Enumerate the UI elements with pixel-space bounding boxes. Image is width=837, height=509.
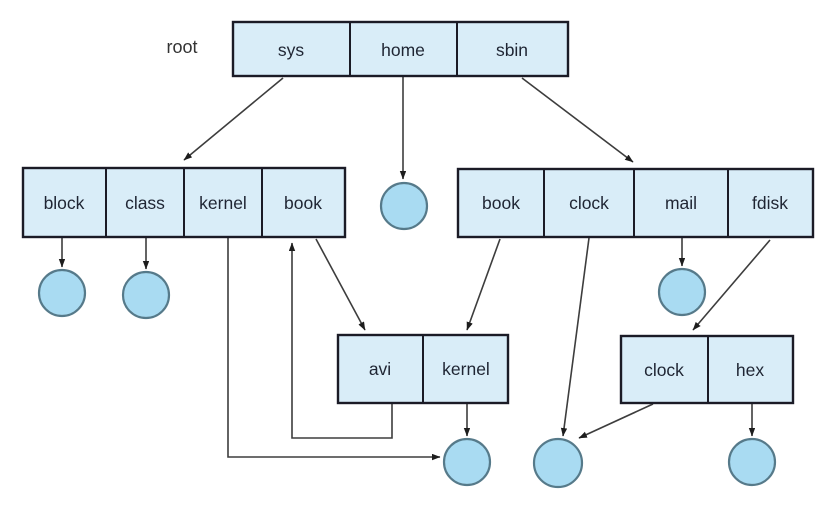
edge-sbin-to-right-box [521, 77, 634, 163]
root-label: root [166, 37, 197, 57]
edge-clock-bottom-to-file6 [578, 403, 654, 439]
edge-kernel-left-to-file5 [227, 238, 441, 461]
edge-clock-right-to-file6 [560, 237, 590, 437]
edge-avi-to-book-left [288, 242, 393, 439]
file-circle-5 [442, 437, 492, 487]
file-circle-group [37, 181, 777, 489]
dir-cell-clock-right: clock [569, 193, 609, 213]
edge-fdisk-to-bottom-box [692, 239, 771, 331]
dir-cell-block: block [44, 193, 85, 213]
file-circle-4 [657, 267, 707, 317]
dir-cell-kernel-mid: kernel [442, 359, 490, 379]
edge-group [58, 77, 771, 461]
dir-cell-kernel-left: kernel [199, 193, 247, 213]
dir-cell-mail: mail [665, 193, 697, 213]
dir-cell-sys: sys [278, 40, 305, 60]
dir-box-avi-kernel: avi kernel [336, 333, 510, 405]
edge-book-right-to-mid-box [466, 238, 501, 331]
edge-sys-to-left-box [183, 77, 284, 161]
dir-cell-avi: avi [369, 359, 391, 379]
dir-box-sbin-rect [456, 167, 815, 239]
dir-cell-class: class [125, 193, 165, 213]
dir-cell-hex: hex [736, 360, 764, 380]
file-circle-7 [727, 437, 777, 487]
dir-box-clock-hex: clock hex [619, 334, 795, 405]
dir-cell-sbin: sbin [496, 40, 528, 60]
file-circle-1 [37, 268, 87, 318]
dir-cell-fdisk: fdisk [752, 193, 788, 213]
dir-box-root-rect [231, 20, 570, 78]
edge-book-left-to-mid-box [315, 238, 366, 331]
dir-cell-book-right: book [482, 193, 520, 213]
dir-box-root: sys home sbin [231, 20, 570, 78]
file-circle-3 [379, 181, 429, 231]
file-circle-6 [532, 437, 584, 489]
file-circle-2 [121, 270, 171, 320]
dir-box-sys: block class kernel book [21, 166, 347, 239]
dir-cell-clock-bottom: clock [644, 360, 684, 380]
dir-cell-home: home [381, 40, 425, 60]
dir-cell-book-left: book [284, 193, 322, 213]
dir-box-sbin: book clock mail fdisk [456, 167, 815, 239]
